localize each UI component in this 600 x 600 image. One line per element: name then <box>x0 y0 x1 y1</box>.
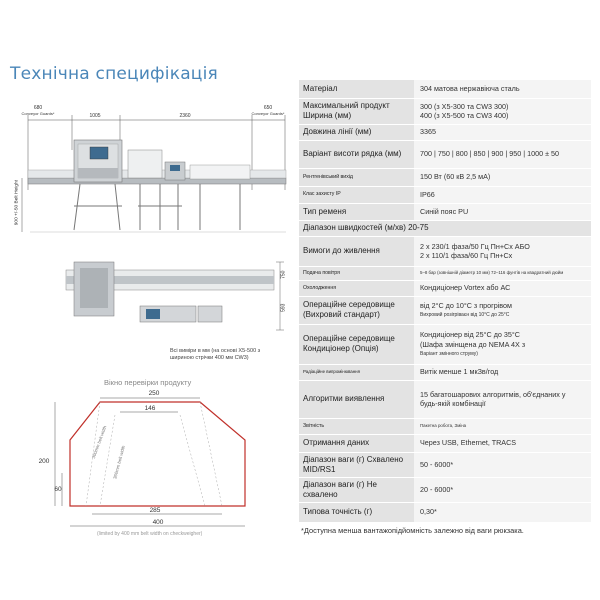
spec-value: 50 - 6000* <box>414 452 591 478</box>
spec-value: Кондиціонер Vortex або АС <box>414 280 591 297</box>
spec-key-small: Радіаційне випромінювання <box>303 369 360 375</box>
table-row: Радіаційне випромінювання Витік менше 1 м… <box>299 364 591 381</box>
spec-value: 300 (з X5-300 та CW3 300)400 (з X5-500 т… <box>414 98 591 125</box>
spec-value-line: 400 (з X5-500 та CW3 400) <box>420 111 509 120</box>
spec-value: Витік менше 1 мкЗв/год <box>414 364 591 381</box>
dim-200: 200 <box>38 458 50 465</box>
spec-value-line: 2 x 110/1 фаза/60 Гц Пн+Сх <box>420 251 513 260</box>
dim-650-label: Conveyor Guards* <box>251 110 285 116</box>
dim-680-label: Conveyor Guards* <box>21 110 55 116</box>
spec-key: Довжина лінії (мм) <box>299 124 414 141</box>
dim-650-value: 650 <box>263 105 273 111</box>
spec-key: Діапазон ваги (г) Схвалено MID/RS1 <box>299 452 414 478</box>
spec-value-line: Кондиціонер від 25°C до 35°C <box>420 330 520 340</box>
dim-60: 60 <box>54 486 62 493</box>
dim-1005: 1005 <box>89 113 101 119</box>
table-row: Довжина лінії (мм)3365 <box>299 124 591 141</box>
spec-value-line: 15 багатошарових алгоритмів, об'єднаних … <box>420 389 566 399</box>
spec-key: Тип ременя <box>299 203 414 221</box>
spec-value: 3365 <box>414 124 591 141</box>
dim-2360: 2360 <box>179 113 191 119</box>
spec-key: Максимальний продукт Ширина (мм) <box>299 98 414 125</box>
spec-value: 0,30* <box>414 502 591 523</box>
spec-value-main: від 2°C до 10°C з прогрівом <box>420 301 512 311</box>
spec-key: Варіант висоти рядка (мм) <box>299 140 414 169</box>
drawing-caption: Всі виміри в мм (на основі X5-500 з шири… <box>170 348 261 361</box>
spec-key: Охолодження <box>299 280 414 297</box>
spec-value-note: Вихровий розігріваєн від 10°C до 25°C <box>420 312 510 319</box>
spec-value-line: будь-якій комбінації <box>420 399 486 408</box>
spec-value: Кондиціонер від 25°C до 35°C(Шафа змінще… <box>414 324 591 365</box>
window-title: Вікно перевірки продукту <box>104 378 192 387</box>
spec-key: Операційне середовище Кондиціонер (Опція… <box>299 324 414 365</box>
spec-value-line: 2 x 230/1 фаза/50 Гц Пн+Сх АБО <box>420 241 530 251</box>
inspection-window-drawing <box>54 397 246 527</box>
spec-value: 20 - 6000* <box>414 477 591 503</box>
page-title: Технічна специфікація <box>10 64 218 84</box>
spec-key: Діапазон ваги (г) Не схвалено <box>299 477 414 503</box>
dim-250: 250 <box>148 390 160 397</box>
table-row: Операційне середовище Кондиціонер (Опція… <box>299 324 591 365</box>
spec-value: Пакетна робота, Зміна <box>414 418 591 435</box>
spec-key: Клас захисту IP <box>299 186 414 204</box>
dim-285: 285 <box>149 507 161 514</box>
spec-key: Алгоритми виявлення <box>299 380 414 419</box>
spec-key: Вимоги до живлення <box>299 236 414 267</box>
spec-key: Подача повітря <box>299 266 414 281</box>
table-row: Типова точність (г)0,30* <box>299 502 591 523</box>
spec-key: Матеріал <box>299 80 414 99</box>
dim-680-value: 680 <box>33 105 43 111</box>
spec-value: 5–8 бар (зовнішній діаметр 10 мм) 72–116… <box>414 266 591 281</box>
spec-key: Рентгенівський вихід <box>299 168 414 187</box>
spec-value: IP66 <box>414 186 591 204</box>
spec-key: Отримання даних <box>299 434 414 453</box>
spec-key: Діапазон швидкостей (м/хв) 20-75 <box>299 220 591 237</box>
spec-value: Через USB, Ethernet, TRACS <box>414 434 591 453</box>
spec-value: 150 Вт (60 кВ 2,5 мА) <box>414 168 591 187</box>
spec-value: 304 матова нержавіюча сталь <box>414 80 591 99</box>
table-row: Максимальний продукт Ширина (мм)300 (з X… <box>299 98 591 125</box>
table-row: Алгоритми виявлення 15 багатошарових алго… <box>299 380 591 419</box>
spec-value-line: 300 (з X5-300 та CW3 300) <box>420 101 509 111</box>
spec-key: Типова точність (г) <box>299 502 414 523</box>
spec-key: Радіаційне випромінювання <box>299 364 414 381</box>
spec-value-line: (Шафа змінщена до NEMA 4X з <box>420 339 526 349</box>
dim-146: 146 <box>144 405 156 412</box>
spec-value: 700 | 750 | 800 | 850 | 900 | 950 | 1000… <box>414 140 591 169</box>
top-view-drawing <box>65 261 284 331</box>
side-view-drawing <box>21 115 287 233</box>
spec-value: Синій пояс PU <box>414 203 591 221</box>
dim-400: 400 <box>152 519 164 526</box>
window-note: (limited by 400 mm belt width on checkwe… <box>97 531 203 537</box>
spec-value-note: Варіант змінного струму) <box>420 351 478 358</box>
table-row: Діапазон швидкостей (м/хв) 20-75 <box>299 220 591 237</box>
table-row: Варіант висоти рядка (мм)700 | 750 | 800… <box>299 140 591 169</box>
spec-key: Операційне середовище (Вихровий стандарт… <box>299 296 414 325</box>
table-row: Операційне середовище (Вихровий стандарт… <box>299 296 591 325</box>
spec-key: Звітність <box>299 418 414 435</box>
spec-value: 15 багатошарових алгоритмів, об'єднаних … <box>414 380 591 419</box>
footnote: *Доступна менша вантажопідйомність залеж… <box>301 526 524 535</box>
